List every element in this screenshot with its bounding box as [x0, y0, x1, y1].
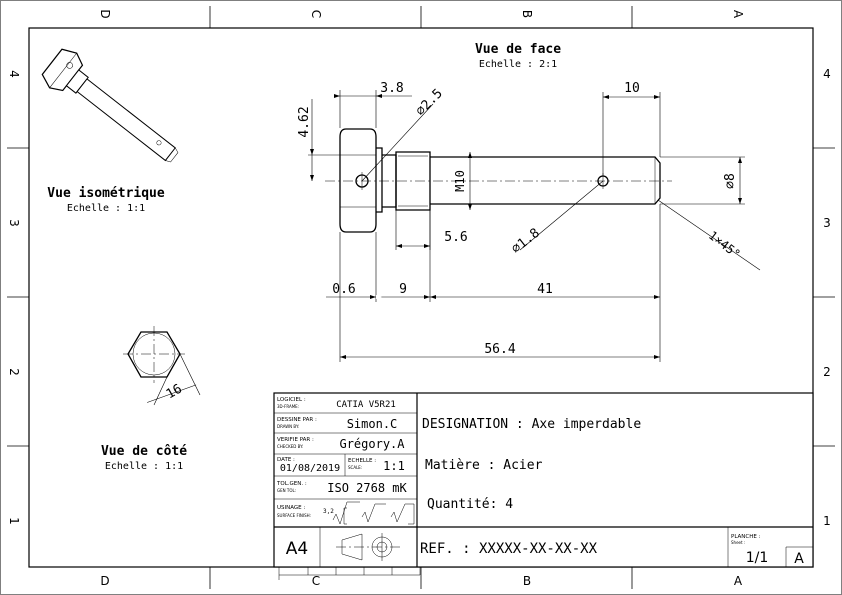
usinage-label: USINAGE :: [277, 505, 305, 511]
tol-value: ISO 2768 mK: [327, 481, 407, 495]
zone-right-1: 1: [823, 514, 831, 528]
dim-06: 0.6: [332, 282, 355, 297]
iso-part: [41, 48, 179, 163]
dim-head-half: 4.62: [297, 106, 312, 137]
zone-top-a: A: [731, 10, 745, 19]
drawn-label: DESSINE PAR :: [277, 417, 317, 423]
dim-9: 9: [399, 282, 407, 297]
dim-head-len: 3.8: [380, 81, 403, 96]
format-value: A4: [286, 539, 308, 559]
zone-left-1: 1: [7, 517, 21, 525]
isometric-view: Vue isométrique Echelle : 1:1: [41, 48, 179, 214]
drawn-value: Simon.C: [347, 417, 398, 431]
scale-value: 1:1: [383, 459, 405, 473]
zone-right-4: 4: [823, 67, 831, 81]
iso-view-title: Vue isométrique: [47, 186, 165, 201]
planche-sub: Sheet :: [731, 540, 745, 545]
zone-right-2: 2: [823, 365, 831, 379]
scale-ruler: [278, 567, 421, 580]
side-view-scale: Echelle : 1:1: [105, 461, 183, 472]
dim-hole-small: ⌀1.8: [509, 226, 543, 257]
side-view-title: Vue de côté: [101, 444, 187, 459]
zone-right-3: 3: [823, 216, 831, 230]
dim-shaft-dia: ⌀8: [723, 173, 738, 189]
date-label: DATE :: [277, 457, 295, 463]
planche-label: PLANCHE :: [731, 534, 761, 540]
matiere: Matière : Acier: [425, 458, 543, 473]
scale-label: ECHELLE :: [348, 458, 376, 464]
quantite: Quantité: 4: [427, 497, 513, 512]
dim-chamfer: 1×45°: [706, 228, 743, 261]
dim-41: 41: [537, 282, 553, 297]
scale-sub: SCALE:: [348, 465, 362, 470]
roughness-value: 3,2: [323, 508, 334, 515]
dim-hole-dist: 10: [624, 81, 640, 96]
software-sub: 3D-FRAME:: [277, 404, 299, 409]
zone-top-c: C: [309, 10, 323, 18]
revision-value: A: [794, 551, 804, 567]
zone-bottom-d: D: [100, 574, 109, 588]
dim-hole-big: ⌀2.5: [413, 86, 446, 119]
usinage-sub: SURFACE FINISH:: [277, 513, 311, 518]
zone-left-2: 2: [7, 368, 21, 376]
zone-ticks: [7, 6, 835, 589]
designation: DESIGNATION : Axe imperdable: [422, 417, 641, 432]
zone-top-b: B: [520, 10, 534, 18]
reference: REF. : XXXXX-XX-XX-XX: [420, 541, 598, 557]
zone-left-4: 4: [7, 70, 21, 78]
checked-label: VERIFIE PAR :: [277, 437, 314, 443]
dim-total: 56.4: [484, 342, 515, 357]
planche-value: 1/1: [746, 550, 769, 566]
surface-finish-icon: [332, 501, 415, 525]
drawn-sub: DRAWN BY:: [277, 424, 299, 429]
front-view-scale: Echelle : 2:1: [479, 59, 557, 70]
zone-left-3: 3: [7, 219, 21, 227]
date-value: 01/08/2019: [280, 463, 340, 474]
projection-symbol-icon: [336, 533, 400, 561]
iso-view-scale: Echelle : 1:1: [67, 203, 145, 214]
software-label: LOGICIEL :: [277, 397, 306, 403]
checked-value: Grégory.A: [339, 437, 405, 451]
zone-top-d: D: [98, 9, 112, 18]
dim-thread: M10: [453, 170, 467, 192]
front-view-title: Vue de face: [475, 42, 561, 57]
zone-bottom-c: C: [312, 574, 320, 588]
zone-bottom-a: A: [734, 574, 743, 588]
software-value: CATIA V5R21: [336, 400, 396, 410]
title-block: LOGICIEL : 3D-FRAME: DESSINE PAR : DRAWN…: [273, 392, 814, 580]
head-outline: [339, 128, 377, 233]
shaft-outline: [430, 156, 661, 205]
tol-label: TOL.GEN. :: [276, 481, 307, 487]
dim-hex-flats: 16: [164, 382, 185, 403]
front-view: Vue de face Echelle : 2:1 3.8: [297, 42, 761, 362]
checked-sub: CHECKED BY:: [277, 444, 303, 449]
zone-labels: D C B A D C B A 4 3 2 1 4 3 2 1: [7, 9, 831, 588]
dim-thread-len: 5.6: [444, 230, 467, 245]
zone-bottom-b: B: [523, 574, 531, 588]
side-view: 16 Vue de côté Echelle : 1:1: [101, 326, 201, 472]
tol-sub: GEN TOL:: [277, 488, 296, 493]
